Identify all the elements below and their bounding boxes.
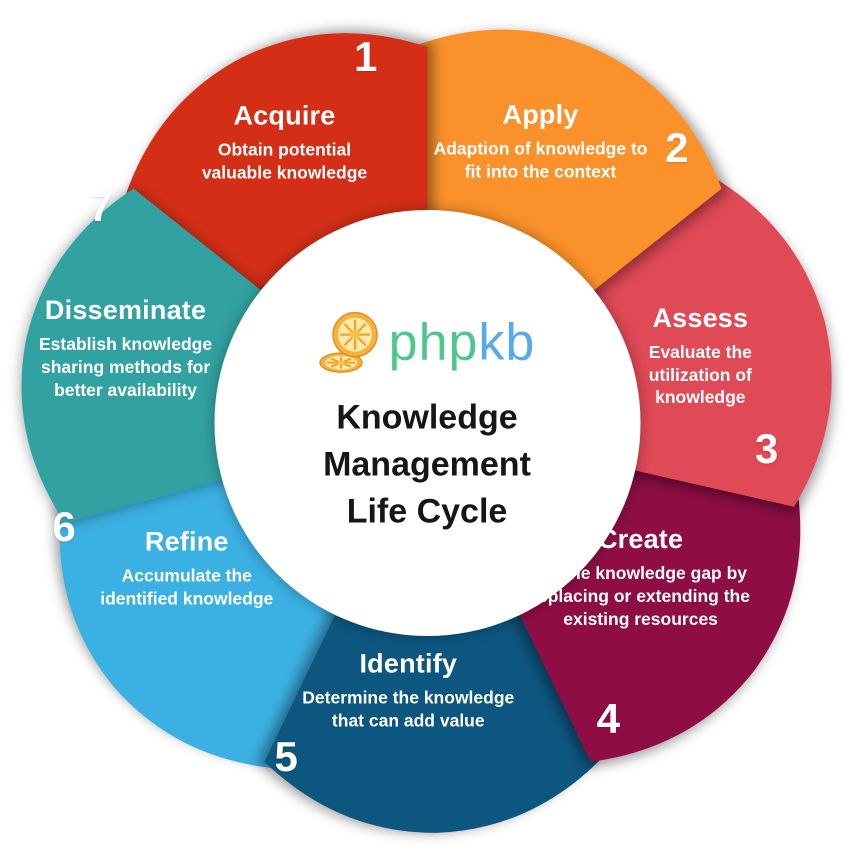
title-line-2: Management: [323, 445, 531, 484]
citrus-slices-icon: [318, 311, 378, 373]
logo-kb: kb: [478, 313, 536, 372]
center-circle: [214, 210, 641, 636]
phpkb-logo-text: phpkb: [389, 317, 536, 369]
segment-shape-identify: [264, 555, 606, 833]
title-line-1: Knowledge: [336, 398, 518, 437]
title-line-3: Life Cycle: [346, 492, 508, 531]
logo-php: php: [388, 313, 479, 372]
center-hub: phpkb Knowledge Management Life Cycle: [257, 311, 597, 536]
diagram-title: Knowledge Management Life Cycle: [257, 395, 597, 536]
phpkb-logo: phpkb: [257, 311, 597, 375]
